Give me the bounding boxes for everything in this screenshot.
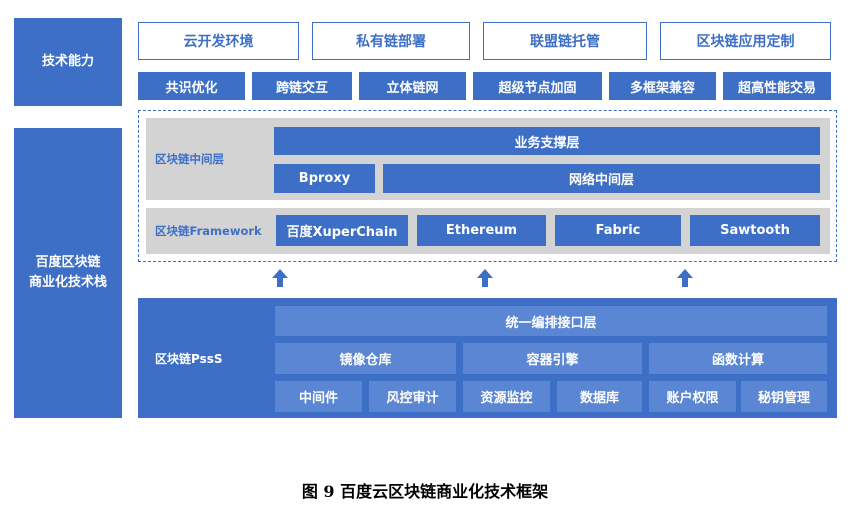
tech-stack-label: 百度区块链 商业化技术栈: [14, 128, 122, 418]
network-middle-layer: 网络中间层: [383, 164, 820, 193]
up-arrow-icon: [272, 269, 288, 287]
framework-ethereum: Ethereum: [417, 215, 546, 246]
feature-multi-framework: 多框架兼容: [609, 72, 716, 100]
top-item-cloud-dev-env: 云开发环境: [138, 22, 299, 60]
framework-label: 区块链Framework: [155, 224, 262, 238]
middle-layers-container: [138, 110, 837, 262]
image-repository: 镜像仓库: [275, 343, 456, 374]
database: 数据库: [557, 381, 642, 412]
orchestration-layer: 统一编排接口层: [275, 306, 827, 336]
account-permission: 账户权限: [649, 381, 736, 412]
tech-stack-label-line2: 商业化技术栈: [28, 275, 107, 290]
top-item-app-customization: 区块链应用定制: [660, 22, 831, 60]
bproxy-block: Bproxy: [274, 164, 375, 193]
framework-xuperchain: 百度XuperChain: [276, 215, 408, 246]
framework-fabric: Fabric: [555, 215, 681, 246]
feature-consensus: 共识优化: [138, 72, 245, 100]
up-arrow-icon: [477, 269, 493, 287]
feature-super-node: 超级节点加固: [473, 72, 602, 100]
top-item-private-chain: 私有链部署: [312, 22, 470, 60]
business-support-layer: 业务支撑层: [274, 127, 820, 155]
middleware-item: 中间件: [275, 381, 362, 412]
figure-caption: 图 9 百度云区块链商业化技术框架: [301, 482, 549, 501]
top-item-consortium-hosting: 联盟链托管: [483, 22, 647, 60]
feature-3d-chain-net: 立体链网: [359, 72, 466, 100]
resource-monitor: 资源监控: [463, 381, 550, 412]
middleware-label: 区块链中间层: [155, 152, 224, 166]
key-management: 秘钥管理: [741, 381, 827, 412]
function-compute: 函数计算: [649, 343, 827, 374]
framework-sawtooth: Sawtooth: [690, 215, 820, 246]
container-engine: 容器引擎: [463, 343, 642, 374]
feature-high-perf-tx: 超高性能交易: [723, 72, 831, 100]
up-arrow-icon: [677, 269, 693, 287]
pss-label: 区块链PssS: [155, 351, 223, 366]
tech-stack-label-line1: 百度区块链: [35, 255, 101, 270]
risk-audit: 风控审计: [369, 381, 456, 412]
feature-cross-chain: 跨链交互: [252, 72, 352, 100]
tech-capability-label: 技术能力: [14, 18, 122, 106]
